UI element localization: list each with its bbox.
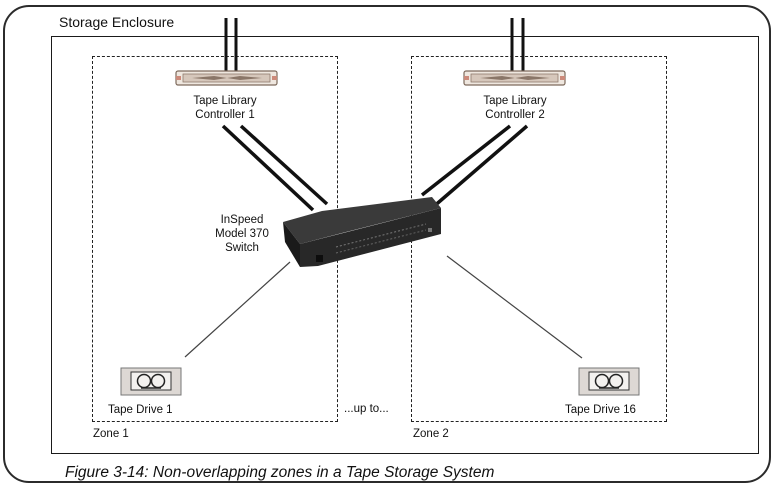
controller-2-label-line1: Tape Library: [483, 95, 547, 107]
tape-drive-1-label: Tape Drive 1: [108, 404, 173, 416]
switch-label: InSpeed Model 370 Switch: [204, 213, 280, 255]
controller-1-label-line1: Tape Library: [193, 95, 257, 107]
switch-label-line1: InSpeed: [220, 214, 264, 226]
switch-label-line3: Switch: [225, 242, 259, 254]
controller-2-switch-links: [420, 124, 529, 210]
tape-library-controller-2-icon: [463, 70, 566, 86]
switch-label-line2: Model 370: [215, 228, 269, 240]
storage-enclosure-label: Storage Enclosure: [57, 14, 177, 30]
controller-2-label-line2: Controller 2: [485, 109, 545, 121]
controller-1-label-line2: Controller 1: [195, 109, 255, 121]
zone-1-label: Zone 1: [93, 428, 129, 440]
controller-1-external-cables: [224, 18, 238, 72]
switch-drive-16-link: [446, 255, 583, 359]
zone-2-label: Zone 2: [413, 428, 449, 440]
controller-1-switch-links: [221, 124, 329, 212]
controller-2-label: Tape Library Controller 2: [459, 94, 571, 122]
controller-1-label: Tape Library Controller 1: [170, 94, 280, 122]
tape-drive-16-label: Tape Drive 16: [565, 404, 636, 416]
switch-drive-1-link: [184, 261, 291, 358]
controller-2-external-cables: [510, 18, 525, 72]
switch-icon: [283, 197, 441, 267]
up-to-label: ...up to...: [344, 403, 389, 415]
tape-drive-16-icon: [578, 367, 640, 396]
figure-caption: Figure 3-14: Non-overlapping zones in a …: [65, 464, 495, 481]
tape-drive-1-icon: [120, 367, 182, 396]
tape-library-controller-1-icon: [175, 70, 278, 86]
